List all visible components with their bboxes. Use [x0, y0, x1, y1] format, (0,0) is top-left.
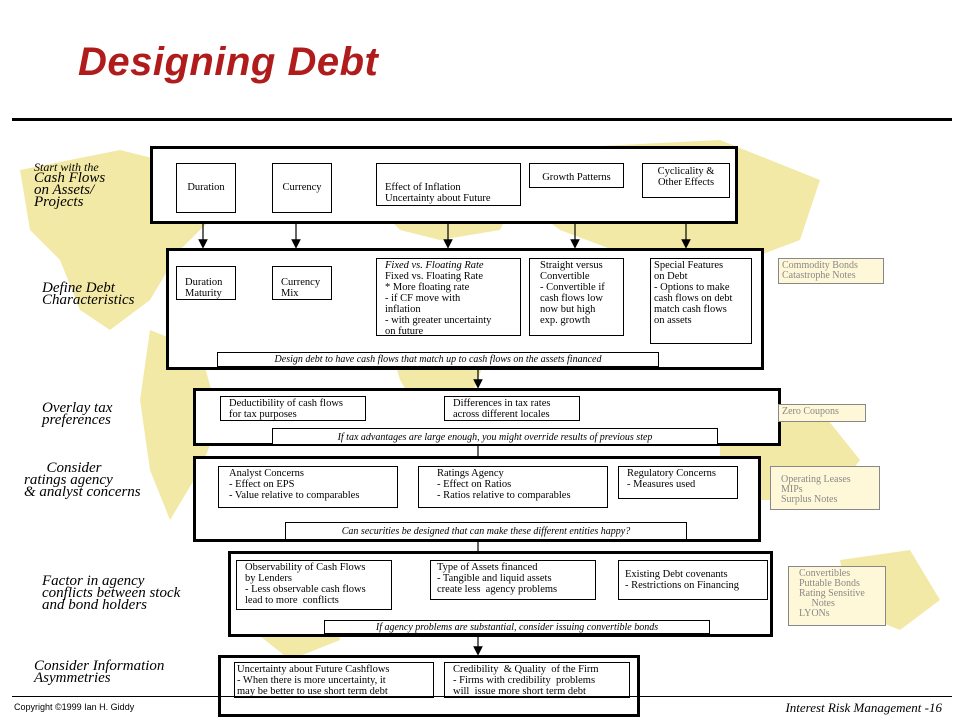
duration-maturity-box: Duration Maturity — [176, 266, 236, 300]
duration-box: Duration — [176, 163, 236, 213]
observability-box: Observability of Cash Flows by Lenders -… — [236, 560, 392, 610]
currency-box: Currency — [272, 163, 332, 213]
regulatory-concerns-box: Regulatory Concerns - Measures used — [618, 466, 738, 499]
straight-convertible-box: Straight versus Convertible - Convertibl… — [529, 258, 624, 336]
stage-label-4: Consider ratings agency & analyst concer… — [24, 460, 141, 500]
stage-label-6: Consider Information Asymmetries — [34, 658, 165, 686]
copyright: Copyright ©1999 Ian H. Giddy — [14, 702, 135, 712]
deductibility-box: Deductibility of cash flows for tax purp… — [220, 396, 366, 421]
fixed-floating-heading: Fixed vs. Floating Rate — [385, 260, 484, 271]
firm-credibility-box: Credibility & Quality of the Firm - Firm… — [444, 662, 630, 698]
footer-label: Interest Risk Management -16 — [785, 700, 942, 715]
ratings-agency-box: Ratings Agency - Effect on Ratios - Rati… — [418, 466, 608, 508]
convertible-bonds-note: If agency problems are substantial, cons… — [324, 620, 710, 634]
page-title: Designing Debt — [78, 40, 379, 84]
design-debt-note: Design debt to have cash flows that matc… — [217, 352, 659, 367]
inflation-box: Effect of Inflation Uncertainty about Fu… — [376, 163, 521, 206]
footer-divider — [12, 696, 952, 697]
stage-label-5: Factor in agency conflicts between stock… — [42, 573, 181, 613]
special-features-box: Special Features on Debt - Options to ma… — [650, 258, 752, 344]
asset-type-box: Type of Assets financed - Tangible and l… — [430, 560, 596, 600]
title-divider — [12, 118, 952, 121]
tax-rate-differences-box: Differences in tax rates across differen… — [444, 396, 580, 421]
fixed-floating-box: Fixed vs. Floating Rate Fixed vs. Floati… — [376, 258, 521, 336]
analyst-concerns-box: Analyst Concerns - Effect on EPS - Value… — [218, 466, 398, 508]
zero-coupons-sidebar: Zero Coupons — [778, 404, 866, 422]
stage-label-1: Cash Flows on Assets/ Projects — [34, 170, 106, 210]
cyclicality-box: Cyclicality & Other Effects — [642, 163, 730, 198]
stage-label-1-intro: Start with the — [34, 160, 99, 174]
securities-design-note: Can securities be designed that can make… — [285, 522, 687, 540]
stage-label-3: Overlay tax preferences — [42, 400, 113, 428]
convertibles-sidebar: Convertibles Puttable Bonds Rating Sensi… — [788, 566, 886, 626]
commodity-bonds-sidebar: Commodity Bonds Catastrophe Notes — [778, 258, 884, 284]
operating-leases-sidebar: Operating Leases MIPs Surplus Notes — [770, 466, 880, 510]
debt-covenants-box: Existing Debt covenants - Restrictions o… — [618, 560, 768, 600]
growth-box: Growth Patterns — [529, 163, 624, 188]
currency-mix-box: Currency Mix — [272, 266, 332, 300]
future-cashflow-uncertainty-box: Uncertainty about Future Cashflows - Whe… — [234, 662, 434, 698]
tax-advantages-note: If tax advantages are large enough, you … — [272, 428, 718, 445]
stage-label-2: Define Debt Characteristics — [42, 280, 135, 308]
